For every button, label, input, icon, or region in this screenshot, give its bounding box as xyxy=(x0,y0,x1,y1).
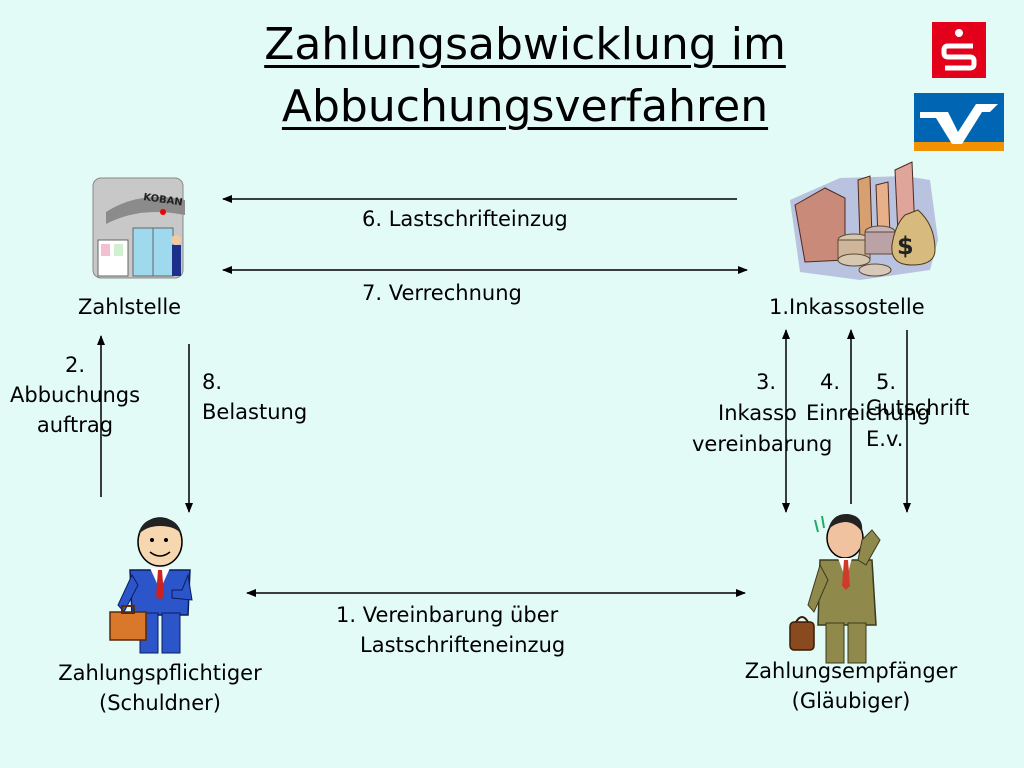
edge-label-3-line-2: Inkasso xyxy=(718,401,797,425)
edge-label-4-number: 4. xyxy=(820,370,841,394)
node-glaeubiger-line-1: Zahlungsempfänger xyxy=(744,659,958,683)
volksbank-logo-icon xyxy=(914,93,1004,151)
edge-label-5-number: 5. xyxy=(876,370,897,394)
svg-text:$: $ xyxy=(897,232,914,260)
edge-label-5-line-3: E.v. xyxy=(866,427,904,451)
node-schuldner-line-1: Zahlungspflichtiger xyxy=(58,661,262,685)
node-schuldner: Zahlungspflichtiger (Schuldner) xyxy=(30,658,290,718)
thinking-man-icon xyxy=(789,513,881,664)
building-sign: KOBAN xyxy=(143,192,184,208)
edge-label-1: 1. Vereinbarung über Lastschrifteneinzug xyxy=(336,600,565,660)
bank-money-icon: $ xyxy=(790,161,938,280)
edge-label-2-line-2: Abbuchungs xyxy=(10,383,141,407)
edge-label-1-line-1: 1. Vereinbarung über xyxy=(336,603,559,627)
edge-label-2-line-3: auftrag xyxy=(36,413,114,437)
businessman-icon xyxy=(109,517,193,654)
edge-label-3-number: 3. xyxy=(756,370,777,394)
node-inkassostelle: 1.Inkassostelle xyxy=(769,295,925,319)
edge-label-4-line-2: Einreichung xyxy=(806,401,931,425)
edge-label-3-line-3: vereinbarung xyxy=(692,432,833,456)
edge-label-7: 7. Verrechnung xyxy=(362,281,522,305)
edge-label-1-line-2: Lastschrifteneinzug xyxy=(360,633,566,657)
node-glaeubiger-line-2: (Gläubiger) xyxy=(791,689,911,713)
title-line-1: Zahlungsabwicklung im xyxy=(264,19,786,70)
node-zahlstelle: Zahlstelle xyxy=(78,295,182,319)
edge-label-8-line-1: 8. xyxy=(202,370,223,394)
edge-label-2: 2. Abbuchungs auftrag xyxy=(10,350,140,440)
edge-label-2-line-1: 2. xyxy=(64,353,86,377)
edge-label-5-line-2: Gutschrift xyxy=(866,396,970,420)
sparkasse-logo-icon xyxy=(932,22,986,78)
node-glaeubiger: Zahlungsempfänger (Gläubiger) xyxy=(720,656,982,716)
edge-label-8: 8. Belastung xyxy=(202,367,307,427)
diagram-title: Zahlungsabwicklung im Abbuchungsverfahre… xyxy=(180,14,870,138)
edge-label-8-line-2: Belastung xyxy=(202,400,308,424)
title-line-2: Abbuchungsverfahren xyxy=(281,81,769,132)
koban-building-icon xyxy=(92,177,185,279)
node-schuldner-line-2: (Schuldner) xyxy=(99,691,221,715)
edge-label-6: 6. Lastschrifteinzug xyxy=(362,207,568,231)
